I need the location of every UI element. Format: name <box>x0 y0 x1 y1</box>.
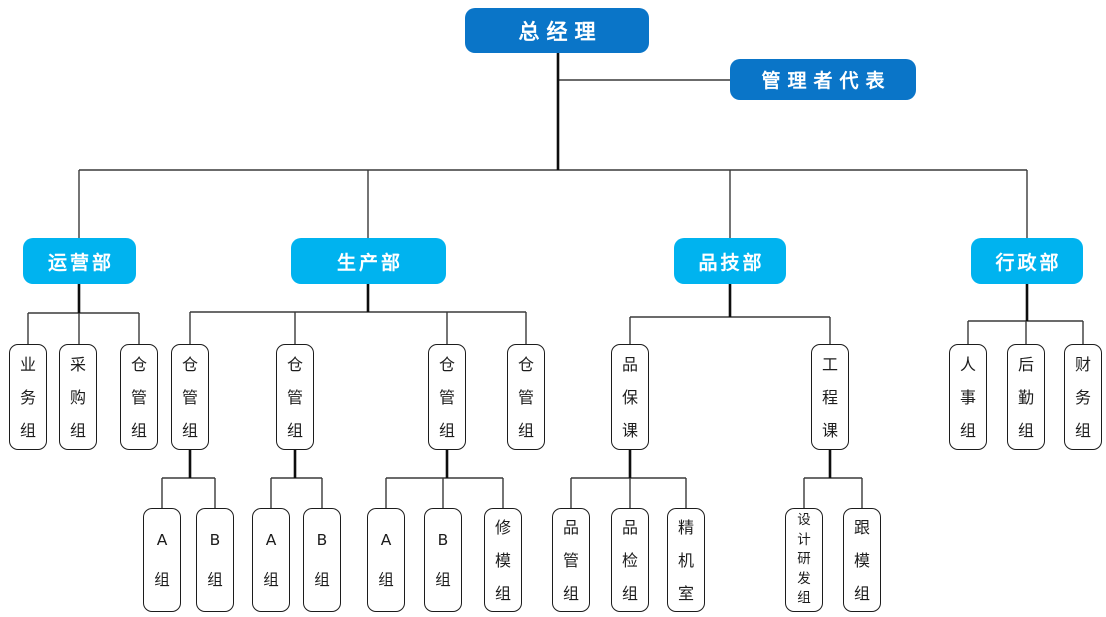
connector-thick-lines <box>77 53 1029 478</box>
node-label: 跟 模 组 <box>853 517 870 603</box>
node-label: 品 管 组 <box>562 517 579 603</box>
org-node-section: 业 务 组 <box>9 344 47 450</box>
node-label: 仓 管 组 <box>438 354 455 440</box>
node-label: 品技部 <box>698 251 765 274</box>
org-node-section: 仓 管 组 <box>276 344 314 450</box>
node-label: 仓 管 组 <box>286 354 303 440</box>
node-label: 仓 管 组 <box>181 354 198 440</box>
node-label: 财 务 组 <box>1074 354 1091 440</box>
node-label: 品 保 课 <box>621 354 638 440</box>
org-node-section: 采 购 组 <box>59 344 97 450</box>
node-label: 人 事 组 <box>959 354 976 440</box>
node-label: 仓 管 组 <box>130 354 147 440</box>
org-node-group: 品 管 组 <box>552 508 590 612</box>
org-node-department-operations: 运营部 <box>23 238 136 284</box>
node-label: 设 计 研 发 组 <box>797 512 811 607</box>
node-label: 总经理 <box>518 19 603 44</box>
node-label: 精 机 室 <box>677 517 694 603</box>
org-node-section: 品 保 课 <box>611 344 649 450</box>
org-node-section: 人 事 组 <box>949 344 987 450</box>
node-label: B 组 <box>207 531 223 589</box>
node-label: 运营部 <box>47 251 114 274</box>
org-node-group: 设 计 研 发 组 <box>785 508 823 612</box>
node-label: A 组 <box>263 531 279 589</box>
node-label: 工 程 课 <box>821 354 838 440</box>
node-label: 行政部 <box>995 251 1062 274</box>
node-label: 业 务 组 <box>19 354 36 440</box>
node-label: 仓 管 组 <box>517 354 534 440</box>
org-node-department-quality-tech: 品技部 <box>674 238 786 284</box>
org-node-section: 仓 管 组 <box>120 344 158 450</box>
node-label: A 组 <box>154 531 170 589</box>
node-label: 修 模 组 <box>494 517 511 603</box>
node-label: B 组 <box>314 531 330 589</box>
org-node-group: B 组 <box>303 508 341 612</box>
org-node-group: 品 检 组 <box>611 508 649 612</box>
org-node-management-representative: 管理者代表 <box>730 59 916 100</box>
org-node-group: B 组 <box>196 508 234 612</box>
org-node-department-admin: 行政部 <box>971 238 1083 284</box>
org-node-group: 精 机 室 <box>667 508 705 612</box>
node-label: 品 检 组 <box>621 517 638 603</box>
org-node-section: 仓 管 组 <box>428 344 466 450</box>
org-node-group: B 组 <box>424 508 462 612</box>
org-node-section: 仓 管 组 <box>171 344 209 450</box>
node-label: 采 购 组 <box>69 354 86 440</box>
org-node-group: A 组 <box>252 508 290 612</box>
org-node-section: 工 程 课 <box>811 344 849 450</box>
org-node-group: 跟 模 组 <box>843 508 881 612</box>
org-node-department-production: 生产部 <box>291 238 446 284</box>
node-label: B 组 <box>435 531 451 589</box>
org-node-section: 仓 管 组 <box>507 344 545 450</box>
org-node-general-manager: 总经理 <box>465 8 649 53</box>
org-node-group: A 组 <box>143 508 181 612</box>
org-node-group: 修 模 组 <box>484 508 522 612</box>
node-label: 管理者代表 <box>761 70 892 92</box>
org-node-section: 后 勤 组 <box>1007 344 1045 450</box>
node-label: 后 勤 组 <box>1017 354 1034 440</box>
node-label: A 组 <box>378 531 394 589</box>
node-label: 生产部 <box>336 251 403 274</box>
org-node-group: A 组 <box>367 508 405 612</box>
org-node-section: 财 务 组 <box>1064 344 1102 450</box>
